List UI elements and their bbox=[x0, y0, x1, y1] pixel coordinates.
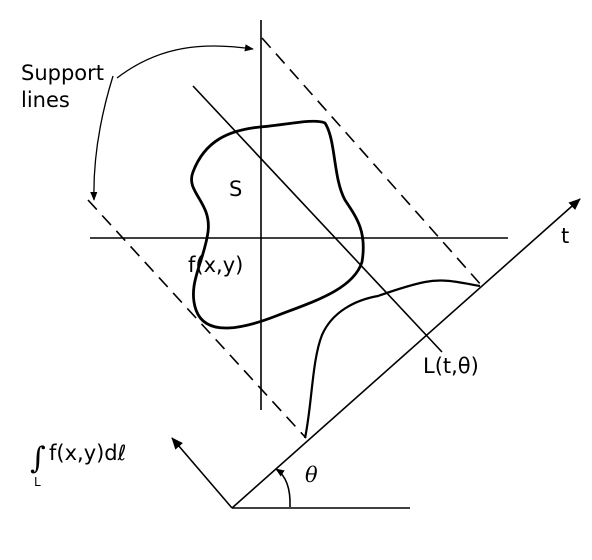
region-boundary bbox=[190, 119, 365, 330]
projection-axis bbox=[171, 437, 233, 509]
integration-line bbox=[192, 85, 443, 353]
angle-arc bbox=[275, 468, 291, 508]
support-line-upper bbox=[261, 37, 483, 287]
projection-curve bbox=[303, 279, 481, 439]
t-axis-label: t bbox=[561, 224, 569, 248]
support-callout-upper bbox=[116, 44, 254, 79]
integral-subscript: L bbox=[34, 475, 41, 489]
support-callout-lower bbox=[90, 75, 114, 201]
integral-sign: ∫ bbox=[30, 441, 46, 476]
t-axis bbox=[231, 198, 581, 509]
support-label: Support bbox=[21, 61, 104, 85]
region-label: S bbox=[229, 177, 242, 201]
support-line-lower bbox=[87, 199, 307, 439]
angle-label: θ bbox=[305, 463, 318, 487]
line-label: L(t,θ) bbox=[423, 354, 479, 378]
lines-label: lines bbox=[21, 88, 70, 112]
integral-expression: f(x,y)dℓ bbox=[49, 441, 126, 465]
function-label: f(x,y) bbox=[188, 253, 243, 277]
